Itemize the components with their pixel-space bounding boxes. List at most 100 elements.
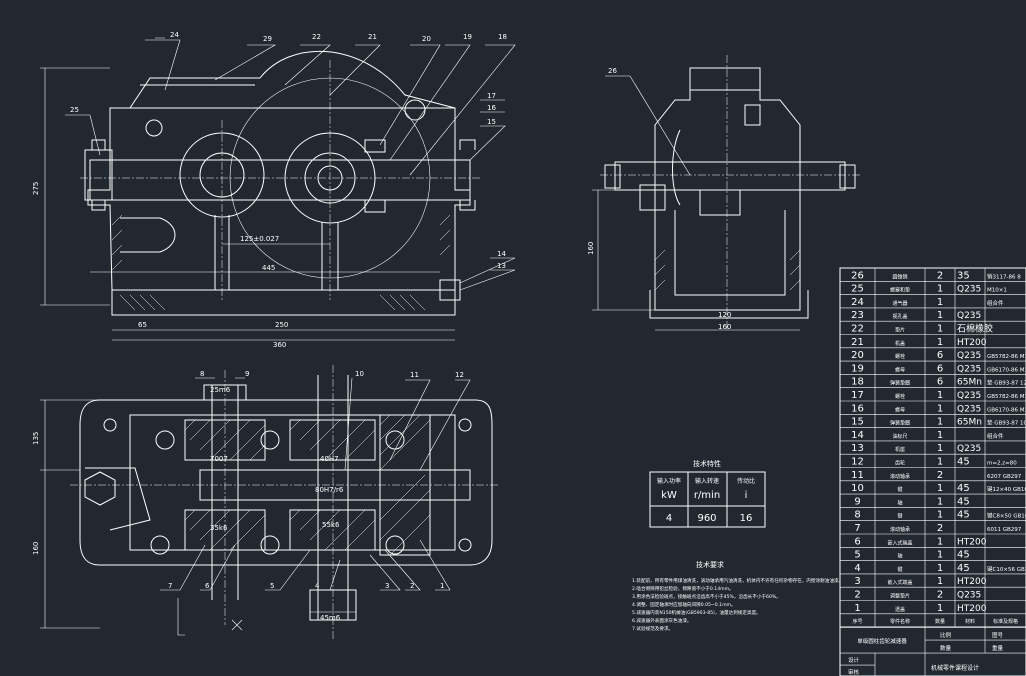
parts-row-qty: 6 (937, 350, 943, 361)
parts-row-material: 45 (957, 496, 970, 507)
dim-125: 125±0.027 (240, 235, 279, 243)
parts-row-note: 销3117-86 8 (987, 272, 1021, 280)
tech-requirements: 技术要求 1.装配前，所有零件用煤油清洗，滚动轴承用汽油清洗，机体内不许有任何杂… (632, 560, 843, 632)
callout-21: 21 (368, 33, 377, 41)
callout-26: 26 (608, 67, 617, 75)
tech-req-item: 5.减速器内装N150机械油(GB5903-85)，油量达到规定高度。 (632, 609, 761, 616)
parts-row-name: 机座 (895, 446, 905, 453)
parts-row-material: HT200 (957, 577, 987, 587)
spec-header-speed: 输入转速 (695, 477, 719, 485)
dim-120-side: 120 (718, 311, 731, 319)
parts-row-name: 螺栓 (895, 353, 905, 360)
callout-25: 25 (70, 106, 79, 114)
parts-row-no: 1 (854, 603, 860, 614)
parts-row-note: GB6170-86 M12 (987, 367, 1026, 373)
parts-row-note: 6207 GB297 (987, 474, 1022, 480)
dim-135: 135 (32, 432, 40, 445)
parts-row-name: 通气器 (892, 300, 907, 307)
parts-row-note: M10×1 (987, 288, 1007, 294)
parts-row-material: 35 (957, 270, 970, 281)
plan-view (40, 365, 500, 640)
parts-row-qty: 1 (937, 284, 943, 295)
parts-row-material: Q235 (957, 311, 981, 321)
tech-req-item: 1.装配前，所有零件用煤油清洗，滚动轴承用汽油清洗，机体内不许有任何杂物存在，内… (632, 577, 843, 584)
parts-row-note: 垫 GB93-87 12 (987, 379, 1026, 387)
parts-row-qty: 1 (937, 483, 943, 494)
dim-65: 65 (138, 321, 147, 329)
parts-row-note: 键C10×56 GB1096 (987, 565, 1026, 573)
parts-row-no: 17 (851, 390, 864, 401)
dim-25m6: 25m6 (210, 386, 231, 394)
parts-row-no: 6 (854, 536, 860, 547)
callout-2: 2 (410, 582, 414, 590)
parts-row-no: 16 (851, 403, 864, 414)
parts-row-no: 21 (851, 337, 864, 348)
parts-row-note: GB6170-86 M10 (987, 407, 1026, 413)
front-view-callouts: 24 29 22 21 20 19 18 25 17 16 15 14 13 2… (32, 31, 507, 349)
parts-row-qty: 1 (937, 430, 943, 441)
drawing-name: 单级圆柱齿轮减速器 (857, 637, 907, 645)
parts-row-no: 7 (854, 523, 860, 534)
parts-row-note: GB5782-86 M12×100 (987, 354, 1026, 360)
parts-row-name: 键 (897, 513, 902, 520)
parts-row-qty: 1 (937, 536, 943, 547)
parts-row-qty: 2 (937, 523, 943, 534)
parts-row-material: Q235 (957, 351, 981, 361)
parts-row-no: 8 (854, 510, 860, 521)
parts-row-no: 10 (851, 483, 864, 494)
parts-row-qty: 2 (937, 590, 943, 601)
parts-row-name: 透盖 (895, 606, 905, 613)
parts-row-name: 轴 (897, 553, 902, 560)
parts-row-note: 6011 GB297 (987, 527, 1022, 533)
parts-row-material: Q235 (957, 285, 981, 295)
spec-table: 技术特性 输入功率 输入转速 传动比 kW r/min i 4 960 16 (649, 459, 766, 528)
weight-label: 重量 (992, 644, 1004, 652)
callout-29: 29 (263, 35, 272, 43)
parts-row-qty: 1 (937, 310, 943, 321)
spec-unit-power: kW (661, 490, 677, 501)
parts-row-qty: 1 (937, 417, 943, 428)
parts-row-name: 滚动轴承 (890, 473, 910, 480)
checker-label: 审核 (848, 668, 860, 676)
parts-row-qty: 1 (937, 403, 943, 414)
callout-16: 16 (487, 104, 496, 112)
front-view (40, 37, 516, 341)
callout-14: 14 (497, 250, 506, 258)
parts-row-note: GB5782-86 M10×100 (987, 394, 1026, 400)
fit-80h7: 80H7/r6 (315, 486, 344, 494)
parts-row-qty: 1 (937, 390, 943, 401)
parts-row-name: 螺母 (895, 406, 905, 413)
parts-row-no: 19 (851, 363, 864, 374)
callout-5: 5 (270, 582, 274, 590)
parts-row-qty: 6 (937, 363, 943, 374)
callout-12: 12 (455, 371, 464, 379)
callout-13: 13 (497, 262, 506, 270)
parts-row-material: HT200 (957, 537, 987, 547)
parts-row-no: 11 (851, 470, 864, 481)
dim-445: 445 (262, 264, 275, 272)
parts-row-name: 弹簧垫圈 (890, 420, 910, 427)
parts-row-qty: 2 (937, 470, 943, 481)
callout-24: 24 (170, 31, 179, 39)
parts-row-qty: 1 (937, 563, 943, 574)
parts-row-material: 45 (957, 510, 970, 521)
callout-11: 11 (410, 371, 419, 379)
parts-row-no: 26 (851, 270, 864, 281)
parts-row-qty: 1 (937, 550, 943, 561)
spec-header-power: 输入功率 (657, 477, 681, 485)
callout-15: 15 (487, 118, 496, 126)
parts-row-qty: 6 (937, 377, 943, 388)
parts-row-note: 键12×40 GB1096 (987, 485, 1026, 493)
spec-value-ratio: 16 (740, 513, 753, 524)
tech-req-title: 技术要求 (696, 560, 724, 569)
parts-row-no: 14 (851, 430, 864, 441)
callout-17: 17 (487, 92, 496, 100)
spec-unit-speed: r/min (694, 490, 720, 501)
parts-row-name: 轴 (897, 499, 902, 506)
dim-275: 275 (32, 182, 40, 195)
parts-row-material: Q235 (957, 444, 981, 454)
parts-row-note: m=2,z=80 (987, 461, 1017, 467)
fit-55k6: 55k6 (322, 521, 340, 529)
